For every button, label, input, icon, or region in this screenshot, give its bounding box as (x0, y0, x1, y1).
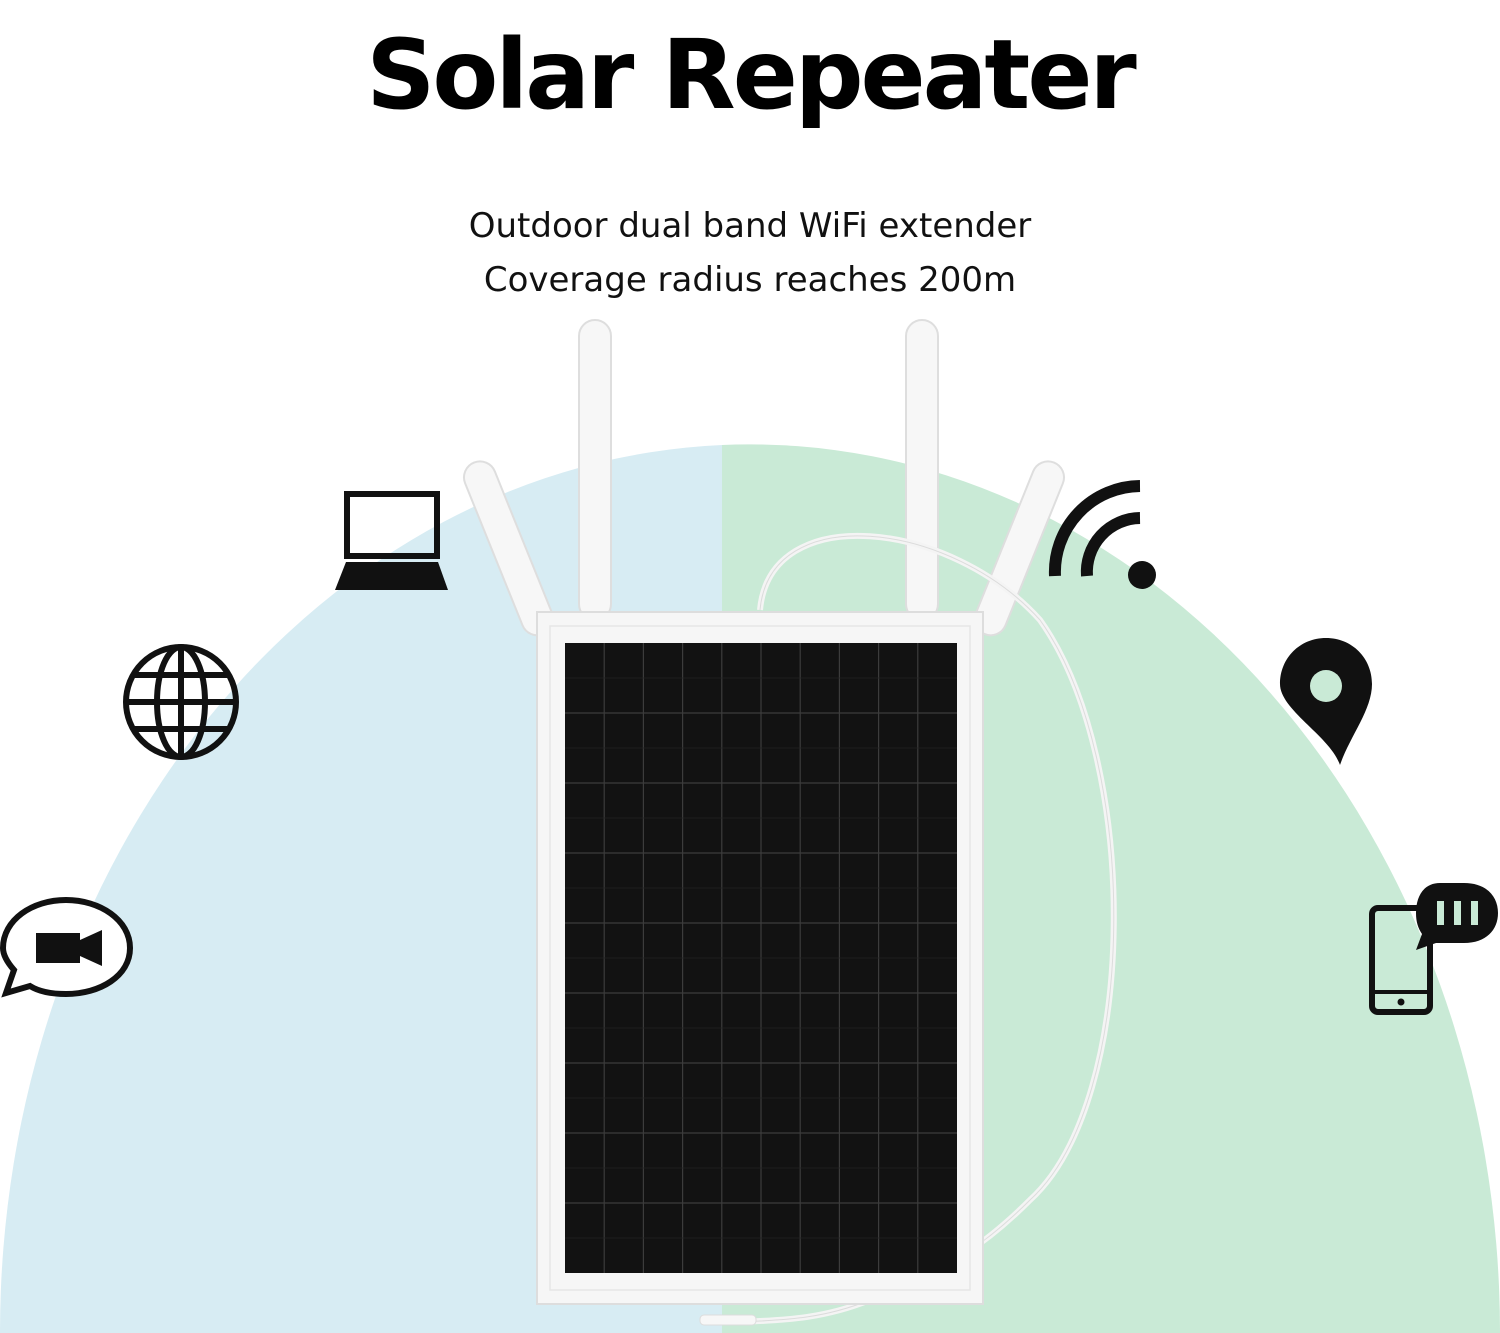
antennas (462, 319, 1066, 637)
solar-panel (536, 611, 984, 1305)
video-camera-chat-icon (0, 896, 134, 998)
panel-cell-grid (565, 643, 957, 1273)
wifi-signal-icon (1048, 480, 1156, 589)
antenna-left-inner (578, 319, 612, 621)
globe-icon (123, 644, 239, 760)
antenna-right-inner (905, 319, 939, 621)
subtitle-line-1: Outdoor dual band WiFi extender (468, 206, 1032, 246)
subtitle-line-2: Coverage radius reaches 200m (483, 260, 1017, 300)
phone-message-icon (1369, 883, 1498, 1015)
antenna-right-outer (973, 460, 1066, 637)
cable-connector (699, 1314, 757, 1326)
laptop-icon (335, 491, 448, 590)
location-pin-icon (1280, 638, 1372, 765)
page-title: Solar Repeater (366, 19, 1137, 131)
panel-inner-frame (549, 625, 971, 1291)
